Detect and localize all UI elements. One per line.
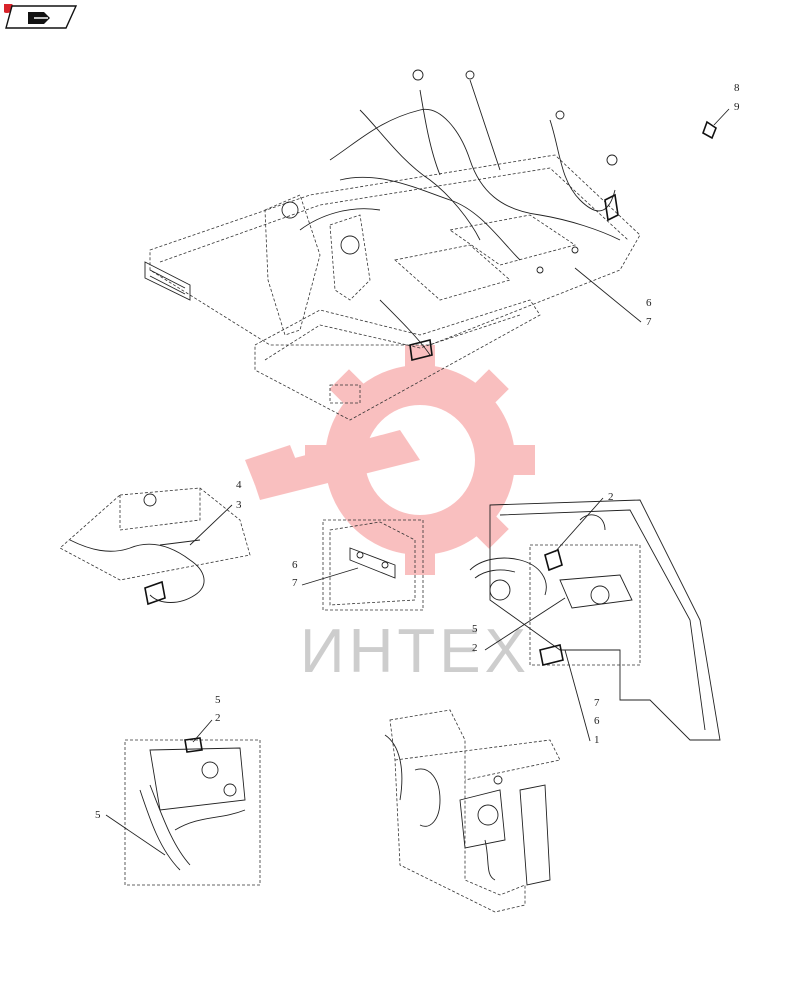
callout-label: 7	[646, 316, 652, 328]
callout-label: 7	[594, 697, 600, 709]
middle-bracket-detail: 6 7	[292, 519, 424, 611]
callout-label: 2	[215, 712, 221, 724]
bottom-left-detail: 5 2 5	[95, 694, 261, 886]
bottom-right-cab-detail	[384, 709, 561, 913]
right-radiator-detail: 2 5 2 7 6 1	[469, 491, 721, 746]
callout-label: 5	[472, 623, 478, 635]
callout-label: 7	[292, 577, 298, 589]
arrow-right-icon	[1, 1, 78, 29]
callout-label: 2	[472, 642, 478, 654]
watermark-gear-logo	[245, 345, 535, 575]
connector-part-8-9: 8 9	[702, 82, 740, 140]
left-detail-view: 4 3	[59, 479, 251, 606]
nav-back-button[interactable]	[1, 1, 78, 35]
callout-label: 4	[236, 479, 242, 491]
callout-label: 6	[292, 559, 298, 571]
callout-label: 5	[215, 694, 221, 706]
callout-label: 5	[95, 809, 101, 821]
callout-6-7-main: 6 7	[574, 267, 652, 328]
callout-label: 6	[646, 297, 652, 309]
callout-label: 6	[594, 715, 600, 727]
callout-label: 2	[608, 491, 614, 503]
callout-label: 1	[594, 734, 600, 746]
callout-label: 3	[236, 499, 242, 511]
main-frame-assembly	[144, 69, 641, 421]
callout-label: 9	[734, 101, 740, 113]
watermark-text: ИНТЕХ	[300, 617, 530, 686]
callout-label: 8	[734, 82, 740, 94]
